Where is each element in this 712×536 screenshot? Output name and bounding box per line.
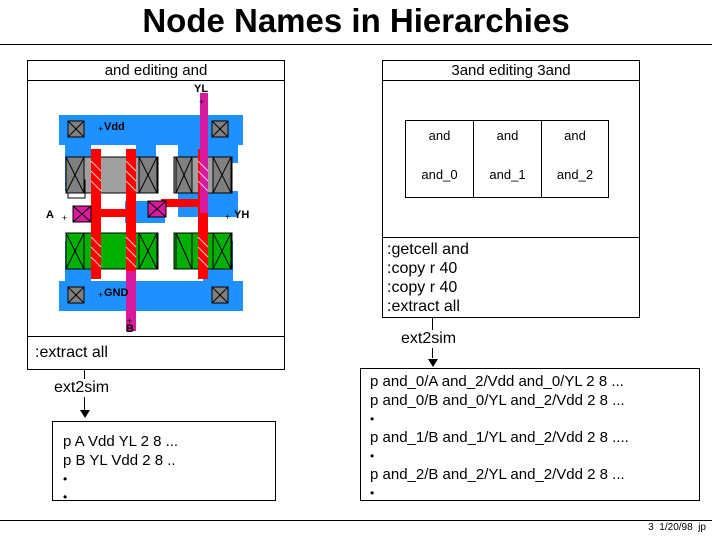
right-command: :copy r 40 [387,279,458,296]
label-a: A [46,209,54,221]
right-command: :getcell and [387,241,469,258]
poly-yl [200,93,208,213]
left-output-line: p A Vdd YL 2 8 ... [63,433,179,450]
footer-rule [0,520,712,521]
cell-instance: and_0 [421,167,458,182]
label-b: B [126,323,134,335]
cell-name: and [428,128,451,143]
right-output-line: • [370,486,375,500]
right-layout-window: 3and editing 3and and and_0 and and_1 an… [382,60,640,318]
right-output-line: p and_2/B and_2/YL and_2/Vdd 2 8 ... [370,466,625,483]
left-arrow-label: ext2sim [54,379,110,397]
right-output-line: • [370,449,375,463]
poly-input-b [126,271,136,331]
right-window-header: 3and editing 3and [383,61,639,81]
and-gate-layout: + + + + + + [59,93,243,331]
poly-gate-out2 [161,199,201,207]
left-output-box: p A Vdd YL 2 8 ... p B YL Vdd 2 8 .. • • [52,421,276,504]
poly-gate-out [198,149,208,279]
label-gnd: GND [104,287,129,299]
left-window-header: and editing and [28,61,284,81]
left-layout-window: and editing and [27,60,285,370]
cell-instance: and_2 [556,167,594,182]
right-output-line: p and_0/B and_0/YL and_2/Vdd 2 8 ... [370,392,625,409]
right-arrow-head [428,359,438,367]
slide-title: Node Names in Hierarchies [142,2,570,39]
cell-and-1: and and_1 [473,120,542,198]
cell-and-2: and and_2 [541,120,609,198]
svg-text:+: + [98,124,103,134]
right-output-line: • [370,412,375,426]
right-arrow-label: ext2sim [401,330,457,348]
cell-instance: and_1 [489,167,526,182]
title-rule [0,44,712,45]
left-command-area: :extract all [28,336,284,362]
left-arrow-head [80,410,90,418]
right-command-area: :getcell and :copy r 40 :copy r 40 :extr… [383,237,639,316]
cell-and-0: and and_0 [405,120,474,198]
right-command: :copy r 40 [387,260,458,277]
label-vdd: Vdd [104,121,125,133]
right-command: :extract all [387,298,460,315]
left-output-line: p B YL Vdd 2 8 .. [63,452,176,469]
right-output-line: p and_0/A and_2/Vdd and_0/YL 2 8 ... [370,373,624,390]
label-yl: YL [194,83,209,95]
svg-text:+: + [127,316,132,326]
left-command: :extract all [35,344,108,361]
cell-name: and [496,128,519,143]
cell-name: and [564,128,586,143]
right-output-box: p and_0/A and_2/Vdd and_0/YL 2 8 ... p a… [360,368,700,501]
svg-text:+: + [98,290,103,300]
contacts [65,120,232,304]
footer-text: 3 1/20/98 jp [648,522,706,533]
svg-text:+: + [199,97,204,107]
right-output-line: p and_1/B and_1/YL and_2/Vdd 2 8 .... [370,429,629,446]
left-output-line: • [63,490,68,504]
left-output-line: • [63,472,68,486]
svg-text:+: + [225,212,230,222]
svg-text:+: + [62,213,67,223]
poly-vdd-strap [91,209,136,217]
cell-array: and and_0 and and_1 and and_2 [405,120,609,198]
label-yh: YH [234,209,250,221]
